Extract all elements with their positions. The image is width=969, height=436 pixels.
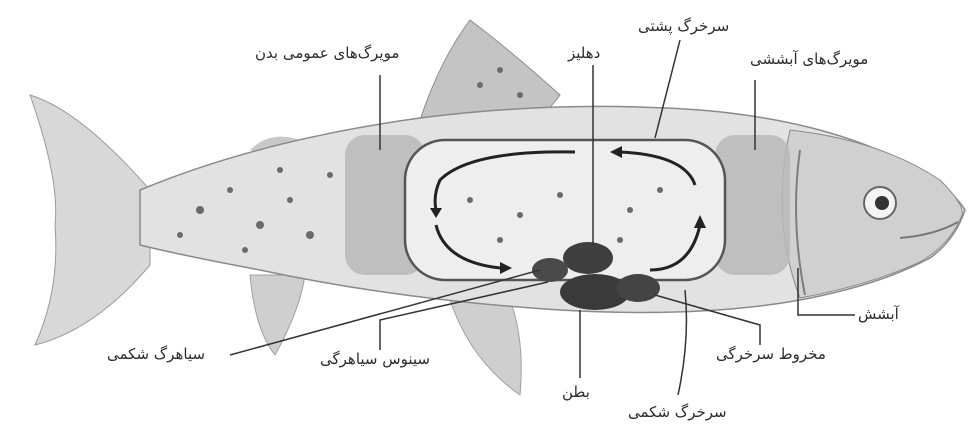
tail-fin bbox=[30, 95, 150, 345]
conus-arteriosus-shape bbox=[616, 274, 660, 302]
pupil bbox=[875, 196, 889, 210]
label-atrium: دهلیز bbox=[568, 44, 600, 62]
label-ventral-aorta: سرخرگ شکمی bbox=[628, 403, 727, 421]
label-conus-arteriosus: مخروط سرخرگی bbox=[716, 345, 826, 363]
dorsal-fin bbox=[420, 20, 560, 120]
label-sinus-venosus: سینوس سیاهرگی bbox=[320, 350, 430, 368]
label-gill-capillaries: مویرگ‌های آبششی bbox=[750, 50, 868, 68]
pelvic-fin bbox=[450, 300, 521, 395]
label-gill: آبشش bbox=[858, 305, 899, 323]
anal-fin bbox=[250, 275, 305, 355]
label-ventral-vein: سیاهرگ شکمی bbox=[107, 345, 205, 363]
label-body-capillaries: مویرگ‌های عمومی بدن bbox=[255, 44, 399, 62]
label-dorsal-aorta: سرخرگ پشتی bbox=[638, 17, 729, 35]
label-ventricle: بطن bbox=[562, 383, 590, 401]
atrium-shape bbox=[563, 242, 613, 274]
